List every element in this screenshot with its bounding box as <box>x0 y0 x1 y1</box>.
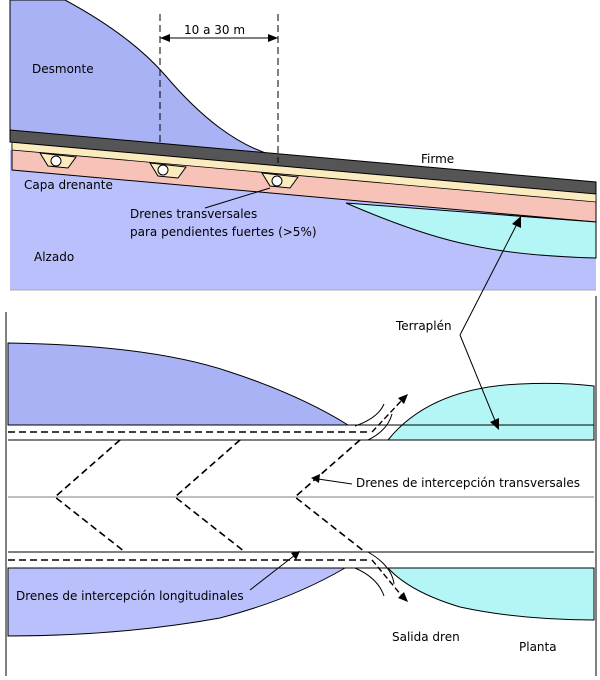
arrowhead-icon <box>291 551 300 560</box>
drain-pipe-icon <box>50 155 62 167</box>
transverse-drain-chevron-1 <box>53 439 126 553</box>
dimension-arrow-right <box>268 34 278 42</box>
alzado-label: Alzado <box>34 250 74 264</box>
outlet-arrowhead-bottom-icon <box>398 592 408 602</box>
desmonte-plan-top <box>7 342 350 426</box>
transverse-drain-2 <box>149 162 187 179</box>
transverse-drain-3 <box>261 172 299 189</box>
desmonte-label: Desmonte <box>32 62 94 76</box>
capa-drenante-label: Capa drenante <box>24 178 113 192</box>
drenes-interc-transversales-label: Drenes de intercepción transversales <box>356 476 580 490</box>
drenes-transversales-label-1: Drenes transversales <box>130 207 257 221</box>
drain-pipe-icon <box>271 175 283 187</box>
drenes-transversales-label-2: para pendientes fuertes (>5%) <box>130 225 317 239</box>
arrowhead-icon <box>490 418 499 430</box>
transverse-drain-chevron-3 <box>293 439 366 553</box>
drain-pipe-icon <box>157 164 169 176</box>
outlet-arrow-top <box>371 399 403 433</box>
arrowhead-icon <box>512 216 521 228</box>
planta-label: Planta <box>519 640 557 654</box>
outlet-channel-top <box>354 403 393 441</box>
transversales-leader <box>311 474 353 485</box>
terraplen-label: Terraplén <box>395 319 452 333</box>
terraplen-plan-bottom <box>386 567 595 621</box>
firme-pavement <box>9 129 597 195</box>
transverse-drain-chevron-2 <box>173 439 246 553</box>
longitudinales-leader <box>249 551 300 591</box>
dimension-arrow-left <box>160 34 170 42</box>
dimension-label: 10 a 30 m <box>184 23 245 37</box>
salida-dren-label: Salida dren <box>392 630 460 644</box>
desmonte-plan-bottom <box>7 567 347 637</box>
terraplen-wedge <box>345 202 597 259</box>
outlet-arrow-bottom <box>371 559 403 597</box>
terraplen-leaders <box>459 216 521 430</box>
arrowhead-icon <box>311 474 320 483</box>
elevation-view: 10 a 30 m Desmonte Firme Capa drenante D… <box>9 0 597 291</box>
desmonte-region <box>9 0 273 156</box>
capa-drenante-leader <box>204 187 271 209</box>
transverse-drain-1 <box>39 152 77 169</box>
outlet-channel-bottom <box>354 551 395 597</box>
plan-view: Terraplén Drenes de intercepción transve… <box>5 187 597 676</box>
firme-label: Firme <box>421 152 454 166</box>
outlet-arrowhead-top-icon <box>398 394 408 404</box>
drenes-interc-longitudinales-label: Drenes de intercepción longitudinales <box>16 589 244 603</box>
